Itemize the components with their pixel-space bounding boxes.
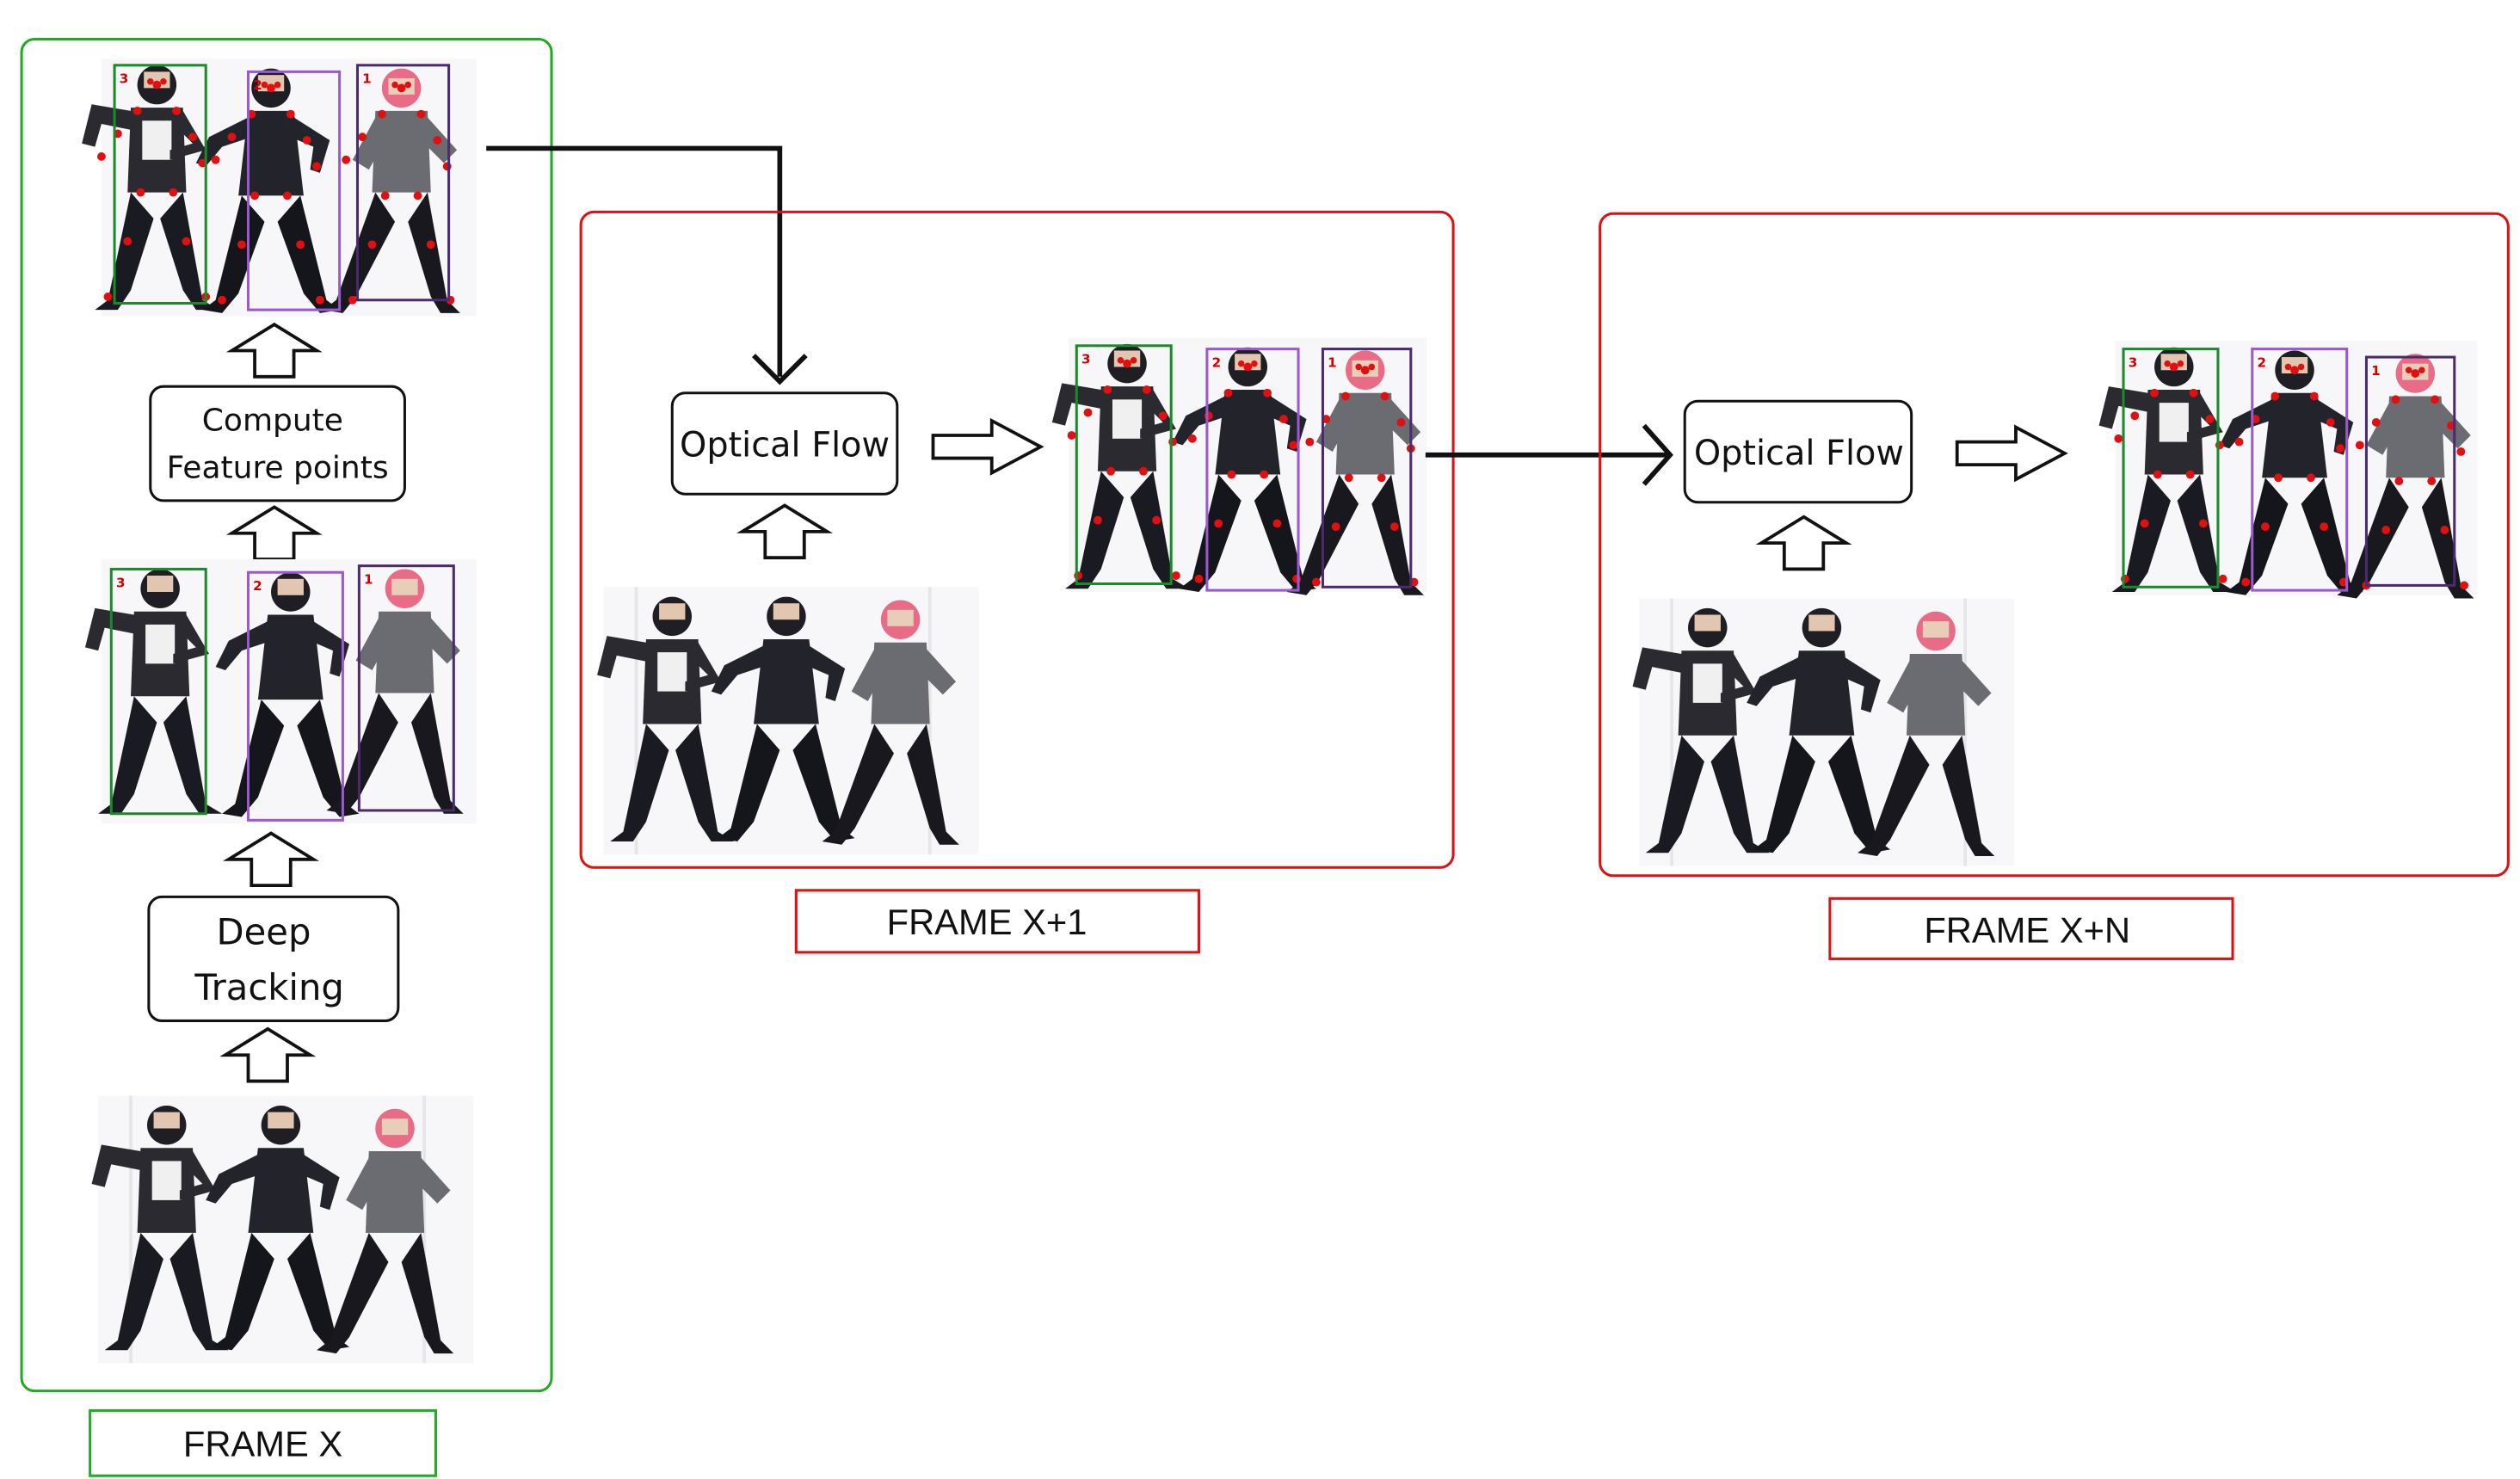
compute-label-line2: Feature points [167, 450, 389, 485]
raw-frame-image [92, 1096, 473, 1364]
optical-flow-label: Optical Flow [680, 426, 890, 465]
track-id-3: 3 [1081, 352, 1091, 367]
track-id-1: 1 [2371, 363, 2381, 379]
track-id-2: 2 [2257, 354, 2266, 370]
up-arrow-icon [1759, 515, 1848, 571]
black-arrow-icon [486, 145, 808, 385]
track-id-2: 2 [253, 77, 262, 93]
up-arrow-icon [226, 831, 316, 888]
frame-x1-border [579, 210, 1455, 869]
right-arrow-icon [931, 419, 1043, 475]
frame-x-panel: 3 2 1 Compute Feature points 3 2 1 [20, 37, 553, 1393]
track-id-2: 2 [253, 578, 262, 594]
frame-xn-panel: Optical Flow 3 2 1 [1599, 212, 2510, 878]
up-arrow-icon [230, 505, 318, 561]
frame-xn-raw-image [1633, 599, 2014, 866]
track-id-1: 1 [362, 71, 372, 87]
frame-xn-label: FRAME X+N [1924, 909, 2130, 950]
optical-flow-label: Optical Flow [1694, 434, 1904, 473]
tracked-keypoints-image: 3 2 1 [82, 59, 477, 317]
tracked-boxes-image: 3 2 1 [84, 559, 477, 824]
optical-flow-box: Optical Flow [1683, 399, 1913, 504]
deep-tracking-box: Deep Tracking [147, 895, 400, 1022]
right-arrow-icon [1955, 425, 2067, 482]
frame-xn-label-box: FRAME X+N [1828, 897, 2234, 960]
compute-label-line1: Compute [202, 403, 343, 438]
deep-tracking-line2: Tracking [194, 966, 344, 1008]
up-arrow-icon [224, 1027, 312, 1083]
compute-feature-points-box: Compute Feature points [149, 385, 406, 502]
frame-x1-label: FRAME X+1 [887, 902, 1087, 942]
up-arrow-icon [230, 323, 318, 379]
frame-x1-raw-image [597, 587, 978, 854]
frame-x-label-box: FRAME X [89, 1408, 437, 1477]
frame-x-border [20, 37, 553, 1393]
frame-xn-border [1599, 212, 2510, 878]
up-arrow-icon [740, 503, 829, 560]
deep-tracking-line1: Deep [217, 910, 311, 952]
svg-text:Deep Tracking: Deep Tracking [194, 910, 344, 1008]
black-arrow-icon [1425, 423, 1673, 486]
track-id-2: 2 [1212, 354, 1222, 370]
frame-xn-tracked-image: 3 2 1 [2098, 341, 2478, 599]
frame-x1-tracked-image: 3 2 1 [1051, 337, 1427, 595]
track-id-1: 1 [1328, 354, 1337, 370]
optical-flow-box: Optical Flow [670, 391, 899, 496]
frame-x1-label-box: FRAME X+1 [794, 889, 1200, 954]
frame-x-label: FRAME X [183, 1423, 342, 1464]
track-id-3: 3 [2129, 354, 2138, 370]
svg-text:Compute Feature points: Compute Feature points [167, 403, 389, 485]
track-id-3: 3 [116, 575, 126, 590]
track-id-1: 1 [364, 572, 373, 588]
track-id-3: 3 [120, 71, 129, 87]
frame-x1-panel: Optical Flow 3 2 1 [579, 210, 1455, 869]
